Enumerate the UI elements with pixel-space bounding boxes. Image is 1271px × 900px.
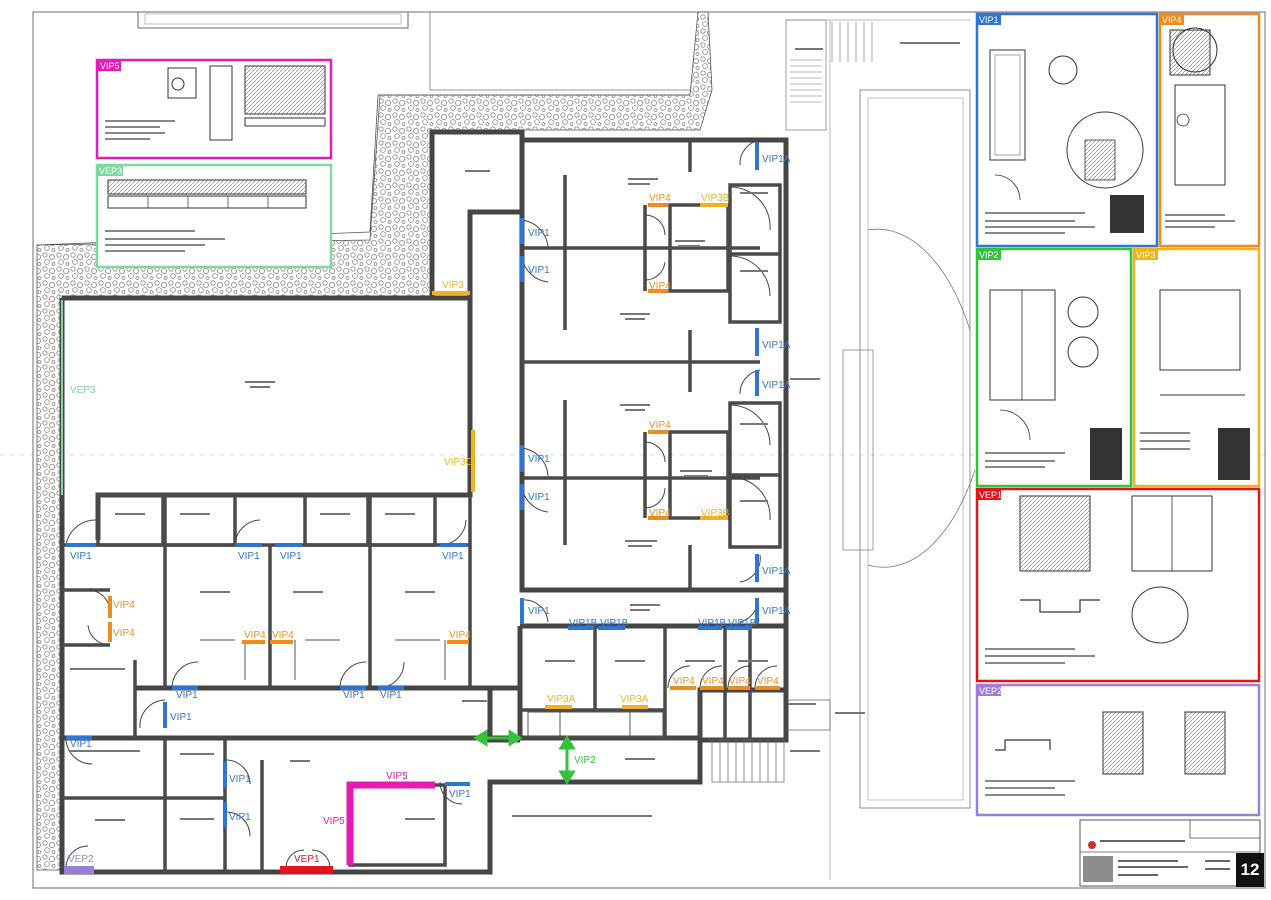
vip3-detail-panel: VIP3	[1132, 247, 1261, 488]
vep3-detail-box: VEP3	[95, 163, 333, 269]
vip4-label: VIP4	[113, 628, 135, 639]
vip1-label: VIP1	[380, 690, 402, 701]
vip1b-label: VIP1B	[600, 618, 629, 629]
vep1-tag: VEP1	[979, 490, 1002, 500]
title-block	[1079, 819, 1261, 887]
vip1a-label: VIP1A	[762, 154, 791, 165]
vip1-label: VIP1	[176, 690, 198, 701]
vip5-tag: VIP5	[100, 61, 120, 71]
vip1b-label: VIP1B	[569, 618, 598, 629]
vip1-label: VIP1	[229, 812, 251, 823]
vep1-label: VEP1	[294, 854, 320, 865]
vip1-label: VIP1	[528, 606, 550, 617]
vip4-label: VIP4	[244, 630, 266, 641]
vip1a-label: VIP1A	[762, 566, 791, 577]
vep3-label: VEP3	[70, 385, 96, 396]
door-markers	[61, 142, 780, 874]
vip4-label: VIP4	[449, 630, 471, 641]
vip4-label: VIP4	[113, 600, 135, 611]
vip1-label: VIP1	[528, 265, 550, 276]
vip2-label: VIP2	[574, 755, 596, 766]
vip3-label: VIP3	[442, 280, 464, 291]
vip1-label: VIP1	[238, 551, 260, 562]
vip1-label: VIP1	[528, 492, 550, 503]
vip1a-label: VIP1A	[762, 606, 791, 617]
vip1b-label: VIP1B	[728, 618, 757, 629]
vip2-marker	[473, 729, 576, 785]
vip3-tag: VIP3	[1136, 250, 1156, 260]
vip1-label: VIP1	[528, 454, 550, 465]
vip1-label: VIP1	[280, 551, 302, 562]
vep1-detail-panel: VEP1	[975, 487, 1261, 683]
vip4-label: VIP4	[649, 420, 671, 431]
vip5-detail-box: VIP5	[95, 58, 333, 160]
vep3-tag: VEP3	[99, 166, 122, 176]
vip4-detail-panel: VIP4	[1158, 12, 1261, 248]
vip2-detail-panel: VIP2	[975, 247, 1133, 488]
vip1a-label: VIP1A	[762, 340, 791, 351]
vip4-tag: VIP4	[1162, 15, 1182, 25]
vip4-label: VIP4	[649, 508, 671, 519]
vep2-detail-panel: VEP2	[975, 683, 1261, 817]
vip1-label: VIP1	[442, 551, 464, 562]
vep2-tag: VEP2	[979, 686, 1002, 696]
vip3a-label: VIP3A	[547, 694, 576, 705]
vip2-tag: VIP2	[979, 250, 999, 260]
vip1-label: VIP1	[449, 789, 471, 800]
vip3a-label: VIP3A	[620, 694, 649, 705]
vip1-label: VIP1	[70, 739, 92, 750]
interior-walls	[62, 140, 782, 872]
vip5-label: VIP5	[386, 771, 408, 782]
vip1-label: VIP1	[229, 774, 251, 785]
vep2-label: VEP2	[68, 854, 94, 865]
vip1a-label: VIP1A	[762, 380, 791, 391]
vip1-label: VIP1	[170, 712, 192, 723]
vip4-label: VIP4	[673, 676, 695, 687]
vip4-label: VIP4	[649, 193, 671, 204]
vip4-label: VIP4	[649, 281, 671, 292]
door-labels: VIP1 VIP1 VIP1 VIP1 VIP1 VIP1 VIP1 VIP1 …	[68, 154, 791, 865]
vip4-label: VIP4	[272, 630, 294, 641]
vip1-label: VIP1	[70, 551, 92, 562]
sheet-number: 12	[1236, 853, 1264, 887]
vip1b-label: VIP1B	[698, 618, 727, 629]
vip3b-label: VIP3B	[701, 508, 730, 519]
vip4-label: VIP4	[729, 676, 751, 687]
sheet-border	[32, 11, 1266, 889]
vip1-tag: VIP1	[979, 15, 999, 25]
vip5-label: VIP5	[323, 816, 345, 827]
vip1-detail-panel: VIP1	[975, 12, 1159, 248]
vip1-label: VIP1	[528, 228, 550, 239]
vip3b-label: VIP3B	[701, 193, 730, 204]
vip4-label: VIP4	[757, 676, 779, 687]
vip1-label: VIP1	[343, 690, 365, 701]
vip3c-label: VIP3C	[444, 457, 473, 468]
vip4-label: VIP4	[702, 676, 724, 687]
